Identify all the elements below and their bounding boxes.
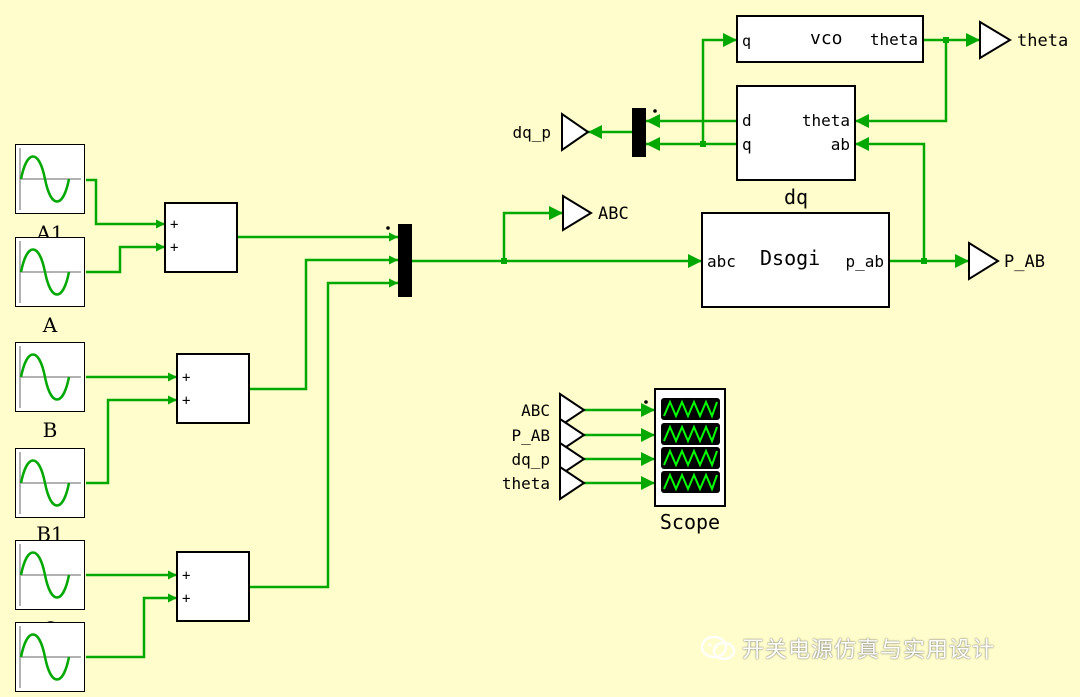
wire-q-vco bbox=[701, 33, 737, 144]
watermark: 开关电源仿真与实用设计 bbox=[700, 632, 995, 664]
wechat-icon bbox=[700, 635, 736, 661]
goto-tag-theta[interactable]: theta bbox=[979, 20, 1068, 60]
sum-sign: + bbox=[182, 393, 190, 409]
sum-block-2[interactable]: + + bbox=[176, 353, 250, 424]
dsogi-out-port: p_ab bbox=[845, 252, 884, 271]
wire-theta-dq bbox=[855, 40, 948, 128]
dq-port-q: q bbox=[742, 135, 752, 154]
dq-port-d: d bbox=[742, 111, 752, 130]
dq-port-ab: ab bbox=[831, 135, 850, 154]
source-label: A bbox=[42, 313, 58, 337]
sine-source-a1[interactable]: A1 bbox=[15, 144, 85, 245]
wire-a1-sum1 bbox=[86, 178, 165, 229]
dsogi-in-port: abc bbox=[707, 252, 736, 271]
dq-block[interactable]: d q theta ab dq bbox=[736, 85, 856, 209]
sum-block-3[interactable]: + + bbox=[176, 551, 250, 622]
sine-source-a[interactable]: A bbox=[15, 237, 85, 337]
source-label: B bbox=[43, 418, 58, 442]
junction-dot bbox=[943, 37, 949, 43]
dsogi-block[interactable]: abc Dsogi p_ab bbox=[701, 212, 890, 308]
junction-dot bbox=[921, 258, 927, 264]
from-tag-label: dq_p bbox=[511, 450, 550, 469]
junction-dot bbox=[501, 258, 507, 264]
from-tag-theta bbox=[559, 465, 586, 501]
from-tag-label: P_AB bbox=[511, 426, 550, 445]
sum-sign: + bbox=[170, 240, 178, 256]
scope-dot bbox=[644, 400, 648, 404]
mux-block[interactable] bbox=[386, 224, 412, 297]
vco-name: vco bbox=[810, 28, 843, 49]
sum-sign: + bbox=[170, 217, 178, 233]
from-tag-label: ABC bbox=[521, 401, 550, 420]
wire-sum2-mux bbox=[249, 255, 398, 391]
watermark-text: 开关电源仿真与实用设计 bbox=[742, 638, 996, 663]
from-tag-dq-p bbox=[559, 441, 586, 477]
vco-block[interactable]: q vco theta bbox=[736, 15, 924, 63]
sine-source-b[interactable]: B bbox=[15, 342, 85, 442]
scope-name: Scope bbox=[660, 510, 720, 534]
junctions bbox=[501, 37, 949, 264]
junction-dot bbox=[700, 141, 706, 147]
goto-tag-dq-p[interactable]: dq_p bbox=[512, 112, 590, 152]
wire-branch-abc bbox=[502, 206, 563, 261]
demux-dot bbox=[653, 109, 657, 113]
from-tag-p-ab bbox=[559, 417, 586, 453]
from-tag-abc bbox=[559, 392, 586, 428]
tag-label: ABC bbox=[598, 204, 629, 224]
wires bbox=[86, 33, 980, 659]
scope-block[interactable]: Scope bbox=[644, 388, 726, 534]
from-tag-label: theta bbox=[502, 474, 550, 493]
from-tags[interactable]: ABC P_AB dq_p theta bbox=[502, 392, 586, 501]
mux-dot bbox=[386, 226, 390, 230]
sine-source-b1[interactable]: B1 bbox=[15, 448, 85, 546]
scope-screen bbox=[661, 398, 720, 493]
wire-b1-sum2 bbox=[86, 395, 177, 485]
tag-label: theta bbox=[1017, 31, 1068, 51]
sum-sign: + bbox=[182, 370, 190, 386]
dq-port-theta: theta bbox=[802, 111, 850, 130]
goto-tag-abc[interactable]: ABC bbox=[562, 194, 629, 232]
dq-block-name: dq bbox=[784, 185, 808, 209]
sum-sign: + bbox=[182, 568, 190, 584]
dsogi-name: Dsogi bbox=[760, 246, 820, 270]
tag-label: P_AB bbox=[1004, 252, 1045, 272]
wire-c1-sum3 bbox=[86, 593, 177, 659]
demux-block[interactable] bbox=[632, 108, 657, 157]
sine-source-c1[interactable] bbox=[15, 622, 85, 692]
vco-in-port: q bbox=[742, 32, 751, 50]
wire-pab-dq bbox=[855, 137, 926, 261]
sum-sign: + bbox=[182, 591, 190, 607]
vco-out-port: theta bbox=[870, 30, 918, 49]
wire-sum3-mux bbox=[249, 278, 398, 589]
goto-tag-p-ab[interactable]: P_AB bbox=[968, 241, 1045, 281]
wire-a-sum1 bbox=[86, 242, 165, 274]
sum-block-1[interactable]: + + bbox=[164, 202, 238, 273]
tag-label: dq_p bbox=[512, 123, 551, 142]
